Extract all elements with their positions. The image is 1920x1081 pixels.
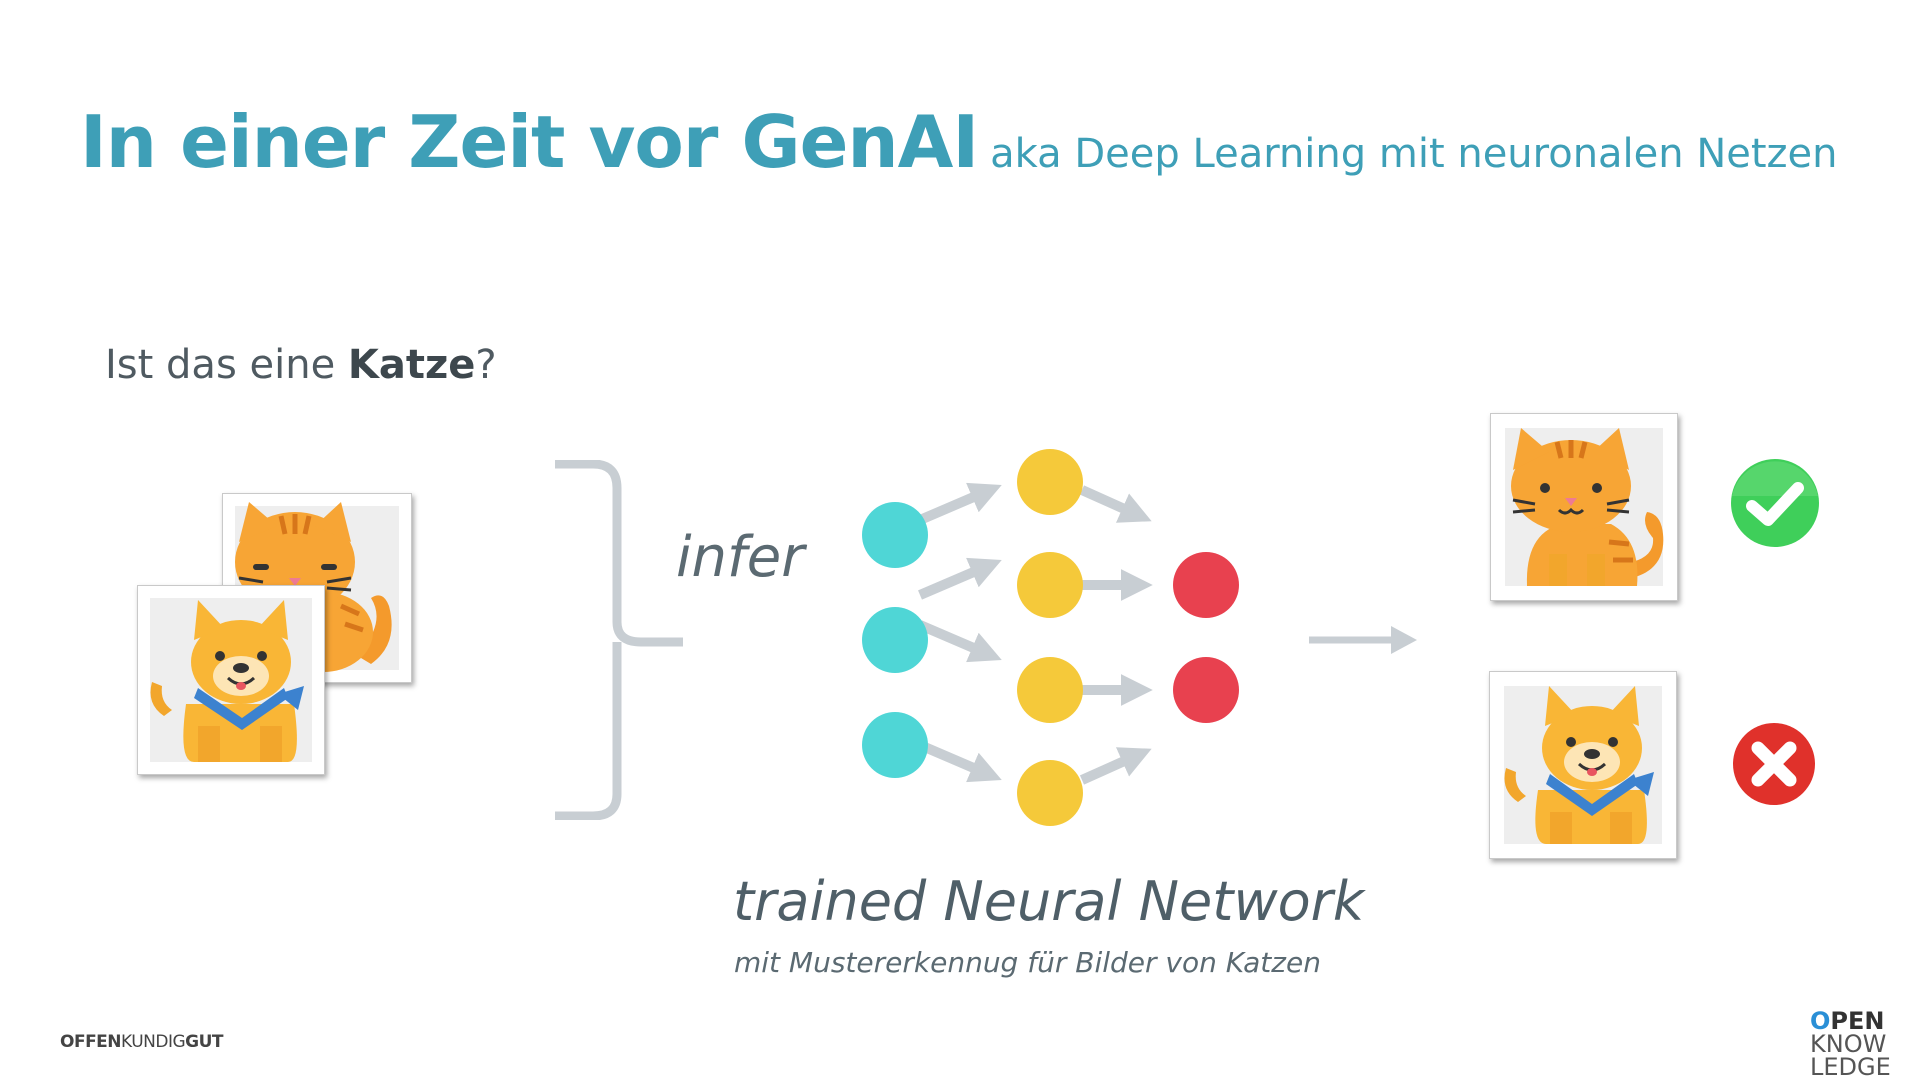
- cross-icon: [1733, 723, 1815, 805]
- question-text: Ist das eine Katze?: [105, 342, 497, 388]
- hidden-node: [1017, 760, 1083, 826]
- footer-brand-part2: KUNDIG: [121, 1032, 186, 1052]
- network-title: trained Neural Network: [733, 870, 1365, 933]
- input-layer: [862, 502, 928, 778]
- question-suffix: ?: [475, 342, 497, 388]
- output-node: [1173, 552, 1239, 618]
- network-connections: [918, 482, 1153, 785]
- open-knowledge-logo: OPEN KNOW LEDGE: [1810, 1007, 1900, 1081]
- footer-brand-part1: OFFEN: [60, 1032, 122, 1052]
- input-dog-photo: [137, 585, 325, 775]
- hidden-node: [1017, 657, 1083, 723]
- logo-line1: PEN: [1830, 1007, 1885, 1035]
- question-prefix: Ist das eine: [105, 342, 348, 388]
- check-icon: [1731, 459, 1819, 547]
- hidden-node: [1017, 552, 1083, 618]
- input-node: [862, 607, 928, 673]
- footer-brand-part3: GUT: [185, 1032, 224, 1052]
- infer-label: infer: [676, 525, 805, 590]
- output-arrow: [1309, 626, 1417, 654]
- dog-illustration-icon: [1504, 686, 1662, 844]
- dog-illustration-icon: [150, 598, 312, 762]
- logo-o-mark: O: [1810, 1007, 1831, 1035]
- cat-illustration-icon: [1505, 428, 1664, 586]
- slide-subtitle: aka Deep Learning mit neuronalen Netzen: [990, 131, 1838, 177]
- result-dog-photo: [1489, 671, 1677, 859]
- output-layer: [1173, 552, 1239, 723]
- input-node: [862, 502, 928, 568]
- neural-network-diagram: [862, 449, 1239, 826]
- result-cat-photo: [1490, 413, 1678, 601]
- logo-line2: KNOW: [1810, 1030, 1887, 1058]
- slide-title: In einer Zeit vor GenAI: [80, 100, 979, 184]
- hidden-layer: [1017, 449, 1083, 826]
- network-subtitle: mit Mustererkennug für Bilder von Katzen: [734, 946, 1321, 979]
- hidden-node: [1017, 449, 1083, 515]
- input-node: [862, 712, 928, 778]
- logo-line3: LEDGE: [1810, 1053, 1891, 1081]
- input-bracket: [555, 460, 683, 820]
- question-bold-word: Katze: [347, 342, 476, 388]
- output-node: [1173, 657, 1239, 723]
- footer-brand: OFFENKUNDIGGUT: [60, 1032, 224, 1052]
